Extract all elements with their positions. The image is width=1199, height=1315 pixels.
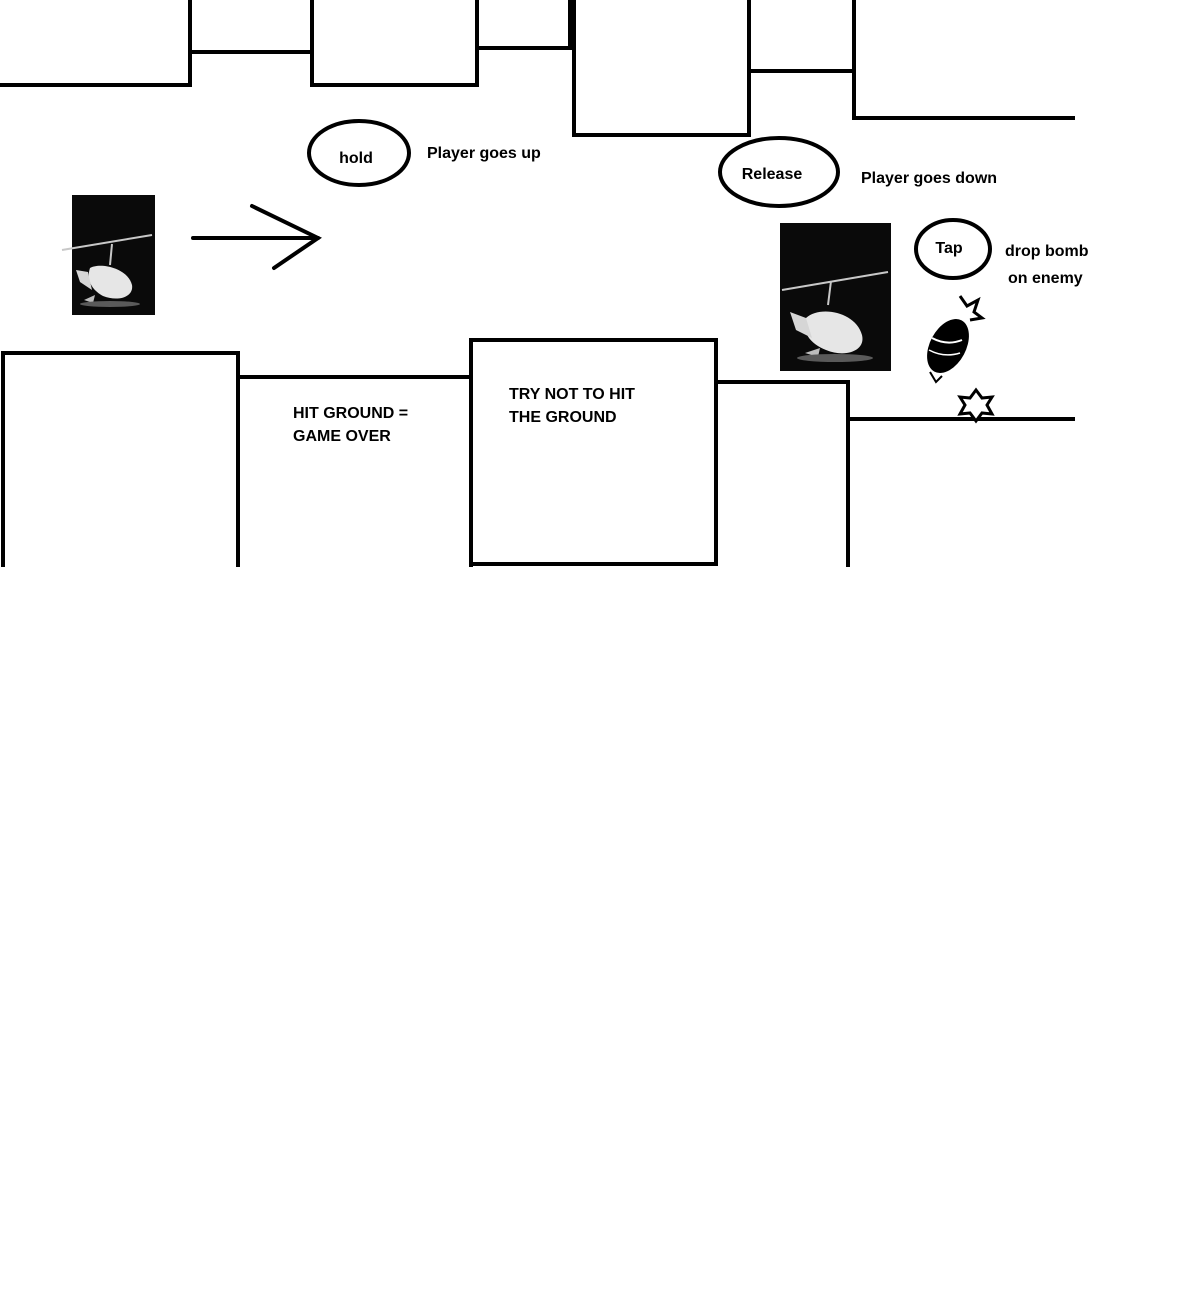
player-helicopter-dropping (780, 223, 891, 371)
ceiling-terrain (0, 0, 1075, 137)
hold-button-label[interactable]: hold (339, 150, 373, 167)
tap-description-line2: on enemy (1008, 270, 1083, 287)
release-button-label[interactable]: Release (741, 166, 803, 183)
release-description: Player goes down (861, 170, 998, 187)
hold-description: Player goes up (427, 145, 541, 162)
release-button[interactable] (718, 136, 840, 208)
star-burst-icon (957, 387, 995, 424)
tap-description-line1: drop bomb (1005, 243, 1089, 260)
avoid-ground-note-line2: THE GROUND (509, 409, 617, 426)
ground-hit-note-line1: HIT GROUND = (293, 405, 409, 422)
hold-button[interactable] (307, 119, 411, 187)
player-helicopter (61, 195, 155, 315)
avoid-ground-note-line1: TRY NOT TO HIT (509, 386, 635, 403)
arrow-right-icon (191, 204, 322, 270)
bomb-icon (927, 295, 986, 384)
tap-button[interactable] (914, 218, 992, 280)
ground-hit-note-line2: GAME OVER (293, 428, 391, 445)
ground-terrain (1, 338, 1075, 567)
tap-button-label[interactable]: Tap (935, 240, 963, 257)
